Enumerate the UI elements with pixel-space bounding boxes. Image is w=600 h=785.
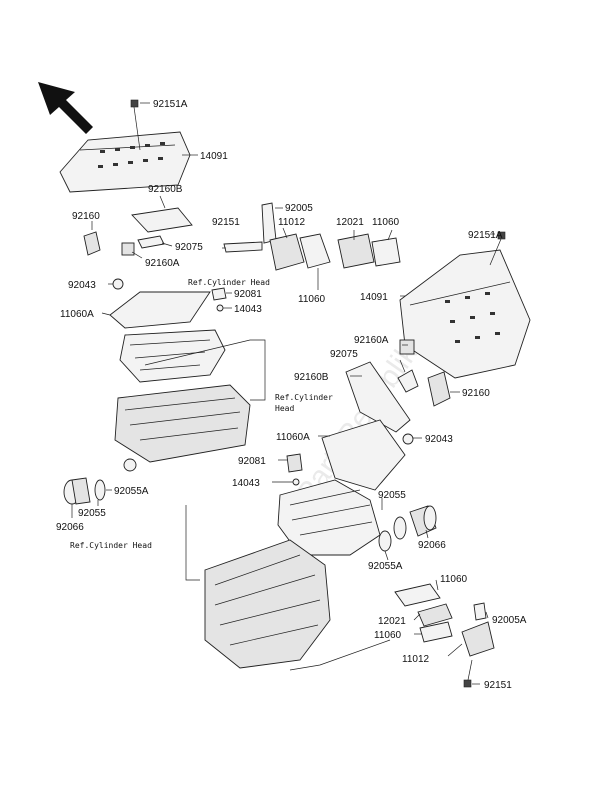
label-92043-left: 92043	[68, 280, 96, 291]
label-14091-right: 14091	[360, 292, 388, 303]
pin-92081-right	[286, 453, 303, 473]
leader-lines	[71, 102, 495, 685]
label-92160A-right: 92160A	[354, 335, 389, 346]
washer-92043-left	[112, 278, 124, 290]
label-92055A-left: 92055A	[114, 486, 149, 497]
label-11060-bottom2: 11060	[374, 630, 402, 641]
part-92005A	[473, 602, 487, 621]
label-92081-left: 92081	[234, 289, 262, 300]
cylinder-head-upper-left	[114, 329, 251, 472]
gasket-11060A-left	[109, 291, 211, 329]
ref-cylinder-head-1: Ref.Cylinder Head	[188, 278, 270, 287]
plate-12021-top	[337, 233, 375, 269]
plate-12021-bottom	[417, 603, 453, 627]
washer-92043-right	[402, 433, 414, 445]
label-92066-left: 92066	[56, 522, 84, 533]
bracket-11012-top	[269, 233, 305, 271]
ring-14043-left	[216, 304, 224, 312]
ring-14043-right	[292, 478, 300, 486]
label-11060-mid: 11060	[298, 294, 326, 305]
label-92055-right: 92055	[378, 490, 406, 501]
cover-92160-right	[427, 371, 451, 407]
ref-cylinder-head-3: Ref.Cylinder Head	[70, 541, 152, 550]
label-92160B-right: 92160B	[294, 372, 329, 383]
bracket-11012-bottom	[461, 621, 495, 657]
cover-92160A-left	[121, 242, 135, 256]
label-92160-right: 92160	[462, 388, 490, 399]
label-11060A-left: 11060A	[60, 309, 94, 320]
cover-92160B-left	[131, 207, 193, 233]
label-92005: 92005	[285, 203, 313, 214]
label-92081-right: 92081	[238, 456, 266, 467]
label-92151-mid: 92151	[212, 217, 240, 228]
label-14091-top: 14091	[200, 151, 228, 162]
label-92151A-right: 92151A	[468, 230, 503, 241]
label-11012-bottom: 11012	[402, 654, 430, 665]
gasket-11060-bottom2	[419, 621, 453, 643]
gasket-11060-top	[371, 237, 401, 267]
plate-11060-top	[299, 233, 331, 269]
label-92151A-top: 92151A	[153, 99, 188, 110]
cover-92160A-right	[399, 339, 415, 355]
bolt-92151A-top	[130, 99, 141, 151]
front-direction-arrow-icon	[38, 82, 93, 134]
shaft-92151	[223, 241, 263, 253]
label-92160-left: 92160	[72, 211, 100, 222]
label-11060-top: 11060	[372, 217, 400, 228]
clip-92075-left	[137, 235, 165, 249]
label-14043-left: 14043	[234, 304, 262, 315]
pin-92081-left	[211, 287, 227, 301]
clip-92075-right	[397, 369, 419, 393]
label-12021-top: 12021	[336, 217, 364, 228]
cylinder-head-lower-right	[204, 479, 381, 669]
label-92160B-left: 92160B	[148, 184, 183, 195]
label-92160A-left: 92160A	[145, 258, 180, 269]
label-92075-right: 92075	[330, 349, 358, 360]
bolt-92151-bottom	[463, 659, 473, 688]
label-92075-left: 92075	[175, 242, 203, 253]
upper-cover-14091-right	[399, 249, 531, 379]
label-92066-right: 92066	[418, 540, 446, 551]
intake-92066-left	[63, 477, 106, 505]
label-11060A-right: 11060A	[276, 432, 310, 443]
bolt-92151A-right	[489, 231, 506, 266]
cover-92160-left	[83, 231, 101, 256]
ref-cylinder-head-2-line1: Ref.Cylinder	[275, 393, 333, 402]
label-14043-right: 14043	[232, 478, 260, 489]
label-12021-bottom: 12021	[378, 616, 406, 627]
label-92151-bottom: 92151	[484, 680, 512, 691]
label-11060-bottom: 11060	[440, 574, 468, 585]
upper-cover-14091	[59, 131, 191, 193]
label-92055-left: 92055	[78, 508, 106, 519]
ref-cylinder-head-2-line2: Head	[275, 404, 294, 413]
part-92005	[261, 202, 277, 244]
gasket-11060-bottom	[394, 583, 441, 607]
label-11012-top: 11012	[278, 217, 306, 228]
label-92043-right: 92043	[425, 434, 453, 445]
intake-92066-right	[378, 505, 437, 552]
label-92055A-right: 92055A	[368, 561, 403, 572]
gasket-11060A-right	[321, 419, 406, 491]
label-92005A: 92005A	[492, 615, 527, 626]
cover-92160B-right	[345, 361, 411, 433]
